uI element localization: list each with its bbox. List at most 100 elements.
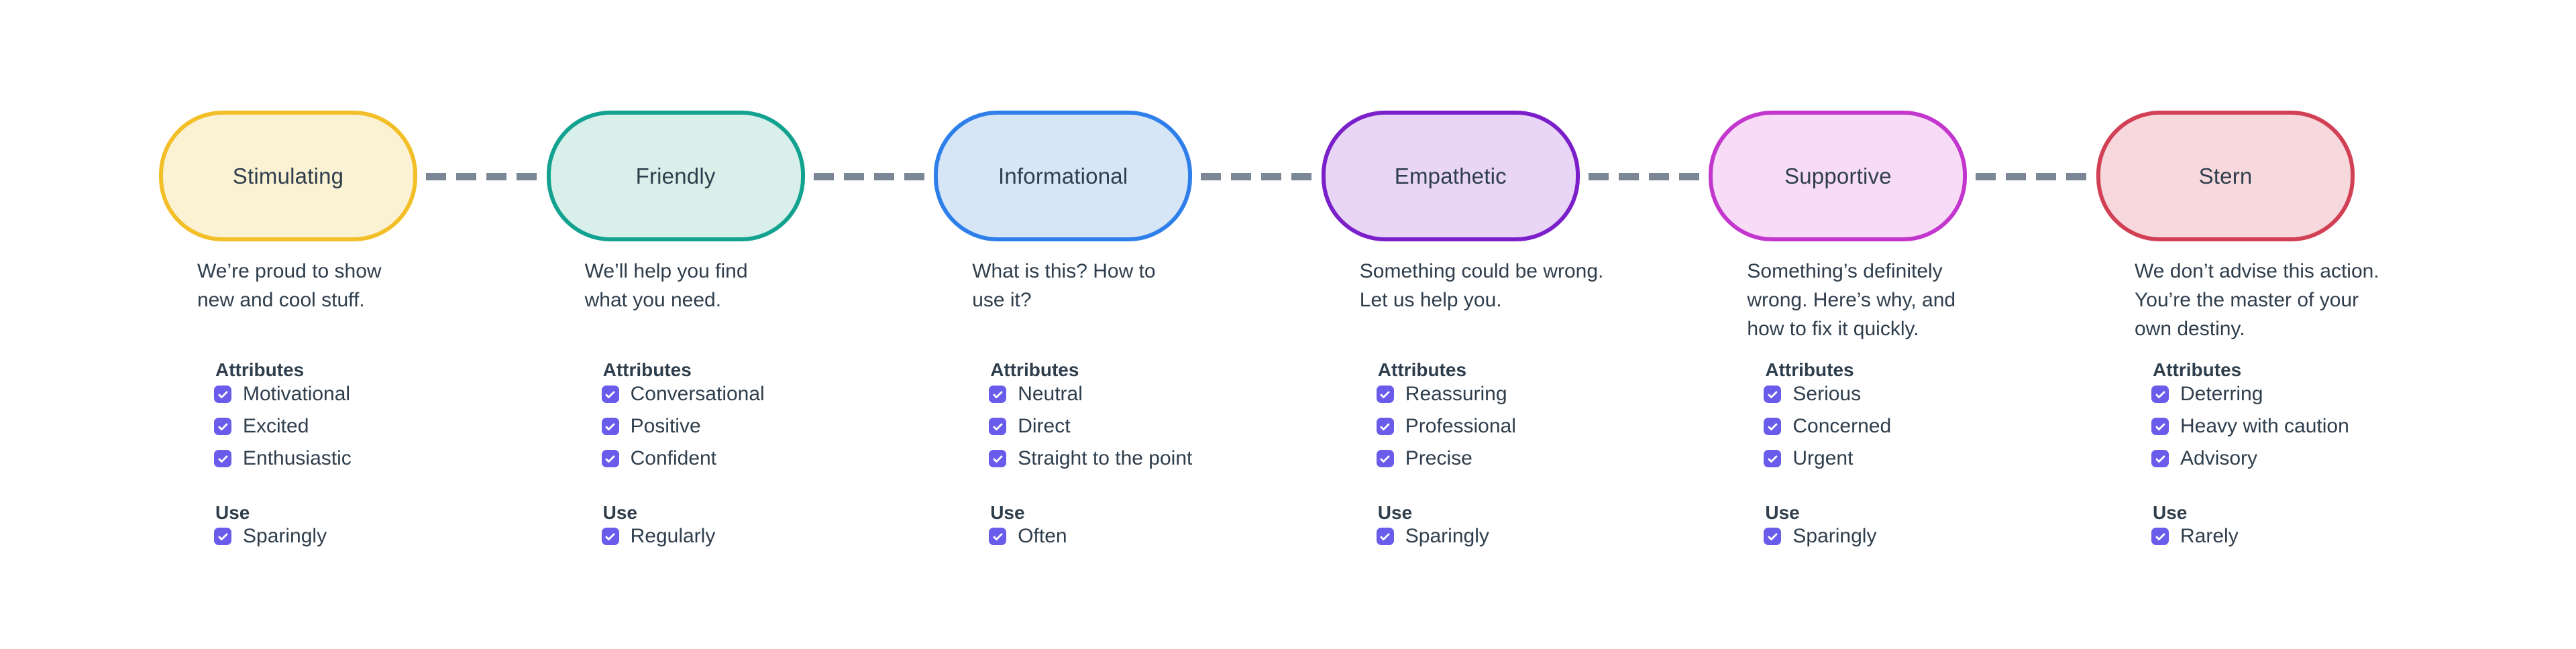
attribute-row: Deterring: [2151, 383, 2349, 405]
dashed-connector: [426, 173, 537, 180]
attribute-label: Professional: [1405, 415, 1516, 437]
tone-description: Something could be wrong. Let us help yo…: [1359, 260, 1604, 311]
use-frequency-label: Often: [1018, 525, 1067, 547]
attribute-row: Precise: [1376, 447, 1516, 469]
attribute-checkbox-checked-icon[interactable]: [989, 418, 1007, 435]
use-checkbox-checked-icon[interactable]: [601, 528, 619, 545]
tone-node-pill: Stimulating: [159, 111, 417, 241]
attribute-label: Excited: [243, 415, 309, 437]
use-frequency-label: Sparingly: [243, 525, 327, 547]
attribute-row: Positive: [601, 415, 765, 437]
attribute-row: Motivational: [214, 383, 352, 405]
tone-column: Supportive Something’s definitely wrong.…: [1709, 111, 2057, 607]
tone-column: Empathetic Something could be wrong. Let…: [1321, 111, 1670, 607]
attribute-checkbox-checked-icon[interactable]: [989, 450, 1007, 467]
attribute-checkbox-checked-icon[interactable]: [214, 450, 231, 467]
attribute-label: Motivational: [243, 383, 351, 405]
attribute-row: Excited: [214, 415, 352, 437]
dashed-connector: [1976, 173, 2088, 180]
attribute-label: Positive: [630, 415, 701, 437]
use-frequency-label: Sparingly: [1792, 525, 1877, 547]
tone-description: We’re proud to show new and cool stuff.: [197, 260, 382, 311]
use-row: Sparingly: [1376, 525, 1489, 547]
attribute-checkbox-checked-icon[interactable]: [989, 386, 1007, 403]
attribute-row: Conversational: [601, 383, 765, 405]
tone-column: Informational What is this? How to use i…: [934, 111, 1283, 607]
attribute-checkbox-checked-icon[interactable]: [601, 386, 619, 403]
attribute-label: Deterring: [2180, 383, 2263, 405]
attribute-label: Precise: [1405, 447, 1472, 469]
tone-node-pill: Empathetic: [1321, 111, 1580, 241]
attribute-row: Advisory: [2151, 447, 2349, 469]
attributes-heading: Attributes: [215, 359, 305, 380]
attribute-checkbox-checked-icon[interactable]: [214, 418, 231, 435]
attribute-list: Deterring Heavy with caution Advisory: [2151, 383, 2349, 469]
attribute-checkbox-checked-icon[interactable]: [1764, 450, 1782, 467]
tone-pill-label: Stimulating: [232, 163, 344, 188]
tone-node-pill: Stern: [2096, 111, 2355, 241]
attribute-checkbox-checked-icon[interactable]: [2151, 450, 2169, 467]
attribute-list: Reassuring Professional Precise: [1376, 383, 1516, 469]
attribute-row: Heavy with caution: [2151, 415, 2349, 437]
use-checkbox-checked-icon[interactable]: [2151, 528, 2169, 545]
use-heading: Use: [1377, 502, 1413, 523]
use-row: Regularly: [601, 525, 716, 547]
use-row: Often: [989, 525, 1067, 547]
attribute-list: Neutral Direct Straight to the point: [989, 383, 1193, 469]
use-checkbox-checked-icon[interactable]: [214, 528, 231, 545]
attribute-checkbox-checked-icon[interactable]: [214, 386, 231, 403]
dashed-connector: [1588, 173, 1700, 180]
attribute-list: Motivational Excited Enthusiastic: [214, 383, 352, 469]
attribute-label: Conversational: [630, 383, 765, 405]
dashed-connector: [1201, 173, 1313, 180]
tone-pill-label: Stern: [2198, 163, 2253, 188]
tone-node-pill: Informational: [934, 111, 1193, 241]
use-heading: Use: [990, 502, 1025, 523]
tone-description: We don’t advise this action. You’re the …: [2135, 260, 2379, 340]
use-row: Sparingly: [214, 525, 327, 547]
attribute-label: Enthusiastic: [243, 447, 352, 469]
tone-node-pill: Friendly: [546, 111, 805, 241]
use-heading: Use: [1765, 502, 1800, 523]
tone-node-pill: Supportive: [1709, 111, 1968, 241]
attribute-label: Reassuring: [1405, 383, 1507, 405]
attribute-row: Straight to the point: [989, 447, 1193, 469]
attribute-label: Neutral: [1018, 383, 1083, 405]
attribute-row: Urgent: [1764, 447, 1891, 469]
attribute-checkbox-checked-icon[interactable]: [601, 418, 619, 435]
tone-pill-label: Empathetic: [1394, 163, 1507, 188]
attribute-label: Straight to the point: [1018, 447, 1193, 469]
attribute-checkbox-checked-icon[interactable]: [1764, 418, 1782, 435]
attribute-row: Direct: [989, 415, 1192, 437]
use-checkbox-checked-icon[interactable]: [1376, 528, 1394, 545]
use-frequency-label: Regularly: [630, 525, 716, 547]
attributes-heading: Attributes: [602, 359, 692, 380]
attribute-label: Heavy with caution: [2180, 415, 2349, 437]
attribute-checkbox-checked-icon[interactable]: [2151, 418, 2169, 435]
attribute-label: Serious: [1792, 383, 1862, 405]
attribute-checkbox-checked-icon[interactable]: [601, 450, 619, 467]
attribute-checkbox-checked-icon[interactable]: [2151, 386, 2169, 403]
use-checkbox-checked-icon[interactable]: [1764, 528, 1782, 545]
tone-column: Stern We don’t advise this action. You’r…: [2096, 111, 2445, 607]
attributes-heading: Attributes: [2153, 359, 2242, 380]
tone-column: Friendly We’ll help you find what you ne…: [546, 111, 896, 607]
attribute-checkbox-checked-icon[interactable]: [1764, 386, 1782, 403]
tone-description: We’ll help you find what you need.: [584, 260, 748, 311]
attribute-row: Concerned: [1764, 415, 1892, 437]
attribute-checkbox-checked-icon[interactable]: [1376, 418, 1394, 435]
attribute-checkbox-checked-icon[interactable]: [1376, 386, 1394, 403]
attribute-label: Concerned: [1792, 415, 1892, 437]
attribute-row: Reassuring: [1376, 383, 1516, 405]
use-checkbox-checked-icon[interactable]: [989, 528, 1007, 545]
attributes-heading: Attributes: [990, 359, 1079, 380]
use-heading: Use: [2153, 502, 2188, 523]
attribute-label: Urgent: [1792, 447, 1854, 469]
attribute-checkbox-checked-icon[interactable]: [1376, 450, 1394, 467]
dashed-connector: [813, 173, 925, 180]
attribute-row: Professional: [1376, 415, 1516, 437]
attributes-heading: Attributes: [1377, 359, 1467, 380]
tone-pill-label: Supportive: [1784, 163, 1892, 188]
use-heading: Use: [215, 502, 250, 523]
